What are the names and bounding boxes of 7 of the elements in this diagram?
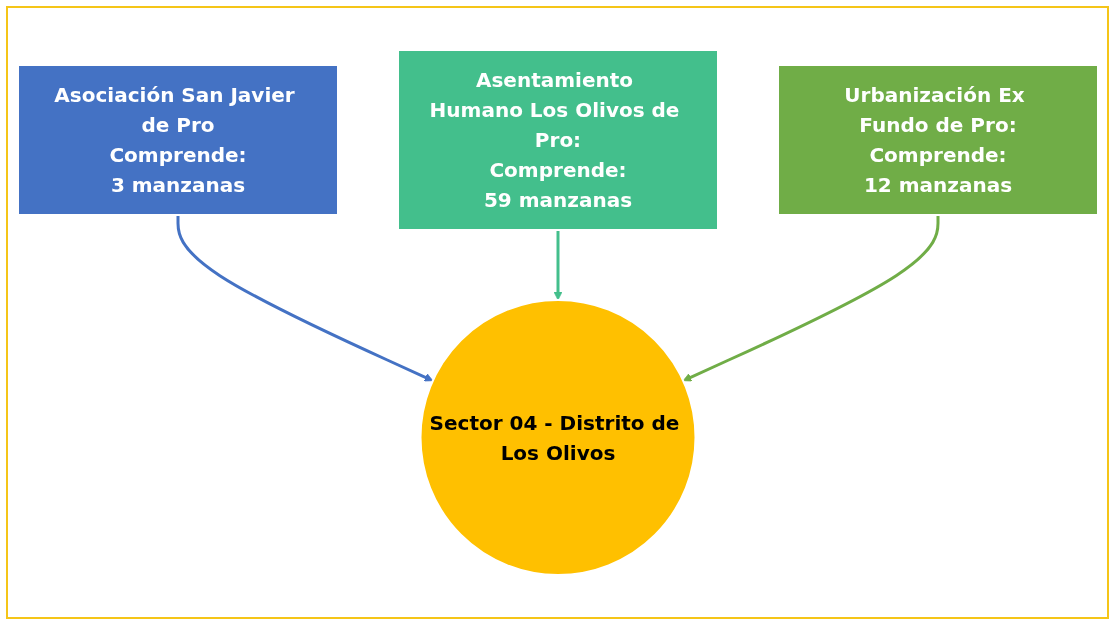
node-box: Asociación San Javier de Pro Comprende: 3 manzanas xyxy=(16,64,339,216)
arrow xyxy=(176,215,433,382)
node-box: Asentamiento Humano Los Olivos de Pro: Comprende: 59 manzanas xyxy=(396,49,719,231)
arrow xyxy=(553,230,562,301)
arrow xyxy=(682,215,939,382)
node-circle: Sector 04 - Distrito de Los Olivos xyxy=(419,299,696,576)
node-box: Urbanización Ex Fundo de Pro: Comprende: 12 manzanas xyxy=(776,64,1099,216)
